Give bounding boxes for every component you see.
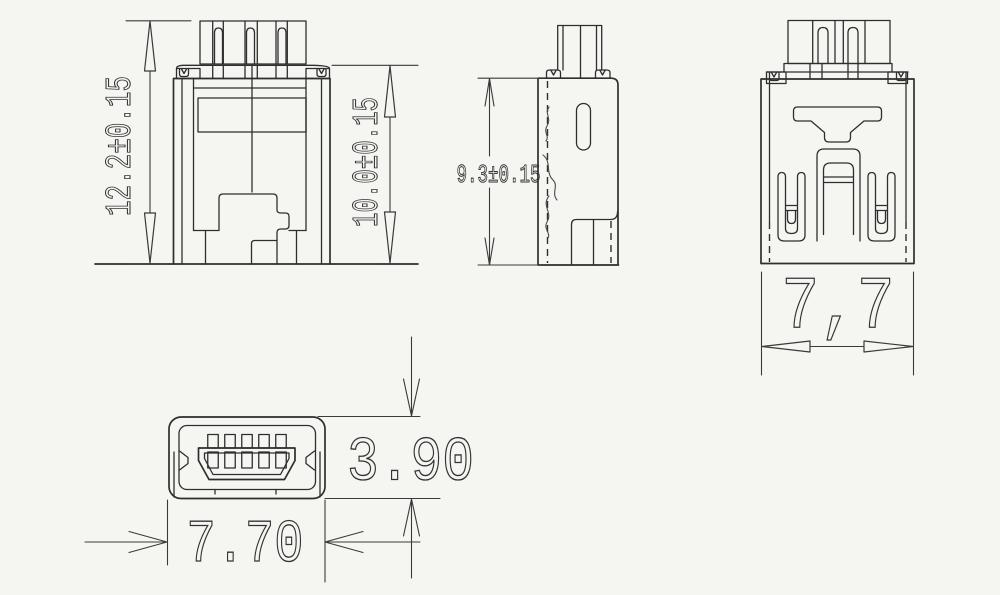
back-latch-notches: [768, 71, 907, 82]
face-latch-wedges: [178, 450, 316, 471]
back-shoulder: [765, 62, 909, 80]
back-hidden-lines: [768, 222, 907, 262]
back-pin-slits: [817, 26, 859, 65]
front-latch-notches: [178, 68, 327, 78]
front-pin-slits: [213, 27, 287, 65]
dimension-back-width: 7,7: [760, 265, 915, 376]
side-pin: [557, 24, 603, 79]
back-body-outline: [760, 78, 915, 265]
side-break-lines: [542, 106, 558, 239]
side-hidden-lines: [546, 81, 612, 263]
front-pin-channels: [212, 20, 288, 65]
face-contacts: [207, 433, 287, 469]
arrowhead-up: [143, 20, 157, 72]
face-shell-outer: [168, 416, 326, 500]
back-fork-left-detail: [785, 204, 798, 225]
back-pin-housing: [787, 19, 891, 65]
arrowhead-left: [761, 340, 811, 353]
dim-label-side-height: 9.3±0.15: [457, 160, 541, 190]
back-a-cutout-inner: [822, 162, 855, 236]
front-pin-housing: [199, 20, 307, 65]
back-latch-box-right: [887, 71, 909, 85]
side-slot: [575, 102, 592, 151]
back-fork-right-detail: [875, 204, 888, 225]
dimension-front-total-height: 12.2±0.15: [99, 20, 192, 265]
arrowhead-down: [383, 211, 397, 264]
dimension-face-width: 7.70: [84, 499, 421, 583]
front-tongue: [192, 193, 290, 265]
back-pin-channels: [812, 19, 866, 65]
face-floor-ticks: [214, 488, 277, 495]
dimension-face-height: 3.90: [317, 336, 475, 579]
face-tongue-inner: [203, 452, 290, 476]
dim-label-face-width: 7.70: [187, 512, 304, 580]
side-latch-bumps: [545, 69, 611, 79]
back-a-crossbar: [823, 176, 854, 184]
dim-label-back-width: 7,7: [782, 266, 895, 350]
back-fork-cutout-left: [777, 171, 806, 242]
back-a-cutout-outer: [816, 148, 861, 242]
side-view: [537, 24, 620, 266]
arrowhead-up: [383, 65, 397, 118]
face-view: [168, 416, 326, 500]
dim-label-front-body: 10.0±0.15: [347, 97, 388, 227]
back-fork-cutout-right: [867, 171, 896, 242]
face-side-walls: [173, 451, 321, 498]
back-body-walls: [768, 78, 907, 223]
front-tongue-steps: [204, 229, 307, 265]
dimension-front-body-height: 10.0±0.15: [331, 64, 419, 265]
back-t-cutout: [792, 106, 883, 143]
dim-label-front-total: 12.2±0.15: [100, 76, 141, 216]
face-shell-inner: [178, 424, 317, 491]
open-arrowheads: [484, 77, 495, 266]
back-view: [760, 19, 915, 265]
dim-label-face-height: 3.90: [347, 428, 474, 499]
face-tongue-outer: [197, 447, 296, 481]
side-body-step: [570, 211, 619, 266]
front-body-walls: [181, 77, 323, 265]
side-body-outline: [537, 77, 620, 266]
dimension-side-height: 9.3±0.15: [456, 77, 547, 266]
arrowhead-right: [863, 340, 914, 353]
front-view: [94, 20, 419, 265]
arrowhead-down: [143, 212, 157, 264]
front-flange: [175, 64, 331, 80]
